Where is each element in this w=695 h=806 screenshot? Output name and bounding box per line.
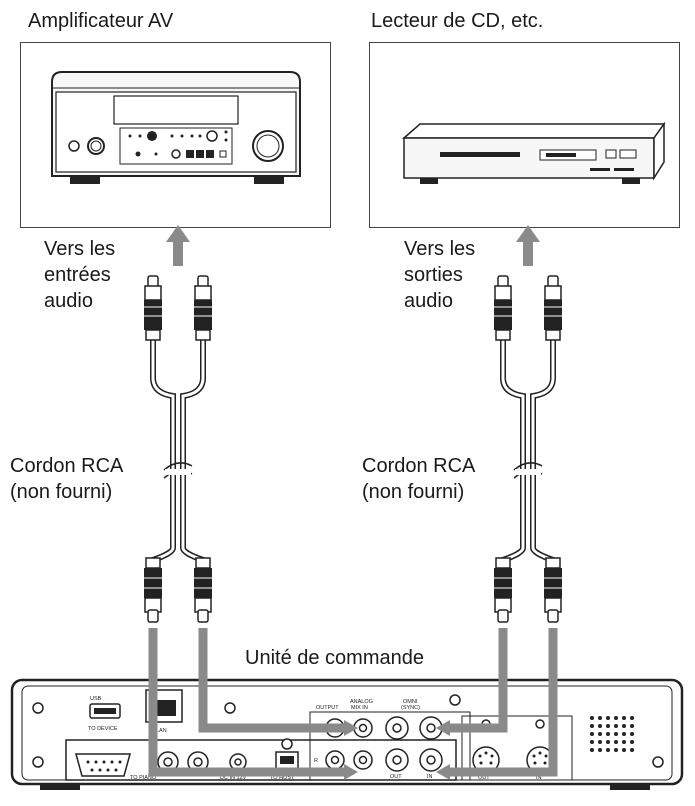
amplifier-title: Amplificateur AV	[28, 10, 174, 32]
right-rca-cable	[493, 275, 563, 623]
right-direction-line3: audio	[404, 290, 453, 312]
left-cable-line1: Cordon RCA	[10, 455, 124, 477]
arrow-to-amplifier	[166, 225, 190, 266]
analog-label: ANALOG	[350, 699, 373, 705]
left-cable-line2: (non fourni)	[10, 481, 113, 503]
mix-in-label: MIX IN	[351, 705, 368, 711]
right-direction-line1: Vers les	[404, 238, 476, 260]
dc-in-label: DC IN 12V	[220, 775, 247, 781]
lan-label: LAN	[156, 728, 167, 734]
cd-player-title: Lecteur de CD, etc.	[371, 10, 544, 32]
to-host-label: TO HOST	[270, 775, 295, 781]
control-unit-title: Unité de commande	[245, 647, 424, 669]
omni-out-label: OUT	[390, 774, 402, 780]
omni-label: OMNI	[403, 699, 418, 705]
left-direction-line3: audio	[44, 290, 93, 312]
output-label: OUTPUT	[316, 705, 339, 711]
to-device-label: TO DEVICE	[88, 726, 118, 732]
left-rca-cable	[143, 275, 213, 623]
amplifier-illustration	[51, 71, 301, 184]
right-direction-line2: sorties	[404, 264, 463, 286]
right-direction-label: Vers les sorties audio	[404, 236, 475, 314]
midi-in-label: IN	[536, 775, 542, 781]
right-cable-label: Cordon RCA (non fourni)	[362, 453, 475, 505]
to-piano-label: TO PIANO	[130, 775, 157, 781]
left-direction-line1: Vers les	[44, 238, 116, 260]
arrow-from-cd-player	[516, 225, 540, 266]
left-connection-arrowheads	[344, 720, 358, 780]
right-cable-line2: (non fourni)	[362, 481, 465, 503]
left-connection-arrows	[148, 628, 348, 777]
right-connection-arrowheads	[436, 720, 450, 780]
left-direction-line2: entrées	[44, 264, 111, 286]
right-connection-arrows	[446, 628, 558, 777]
r-label: R	[314, 758, 318, 764]
right-cable-line1: Cordon RCA	[362, 455, 476, 477]
left-cable-label: Cordon RCA (non fourni)	[10, 453, 123, 505]
left-direction-label: Vers les entrées audio	[44, 236, 115, 314]
sync-label: (SYNC)	[401, 705, 420, 711]
midi-out-label: OUT	[478, 775, 490, 781]
cd-player-illustration	[402, 121, 666, 184]
usb-label: USB	[90, 696, 102, 702]
omni-in-label: IN	[427, 774, 433, 780]
